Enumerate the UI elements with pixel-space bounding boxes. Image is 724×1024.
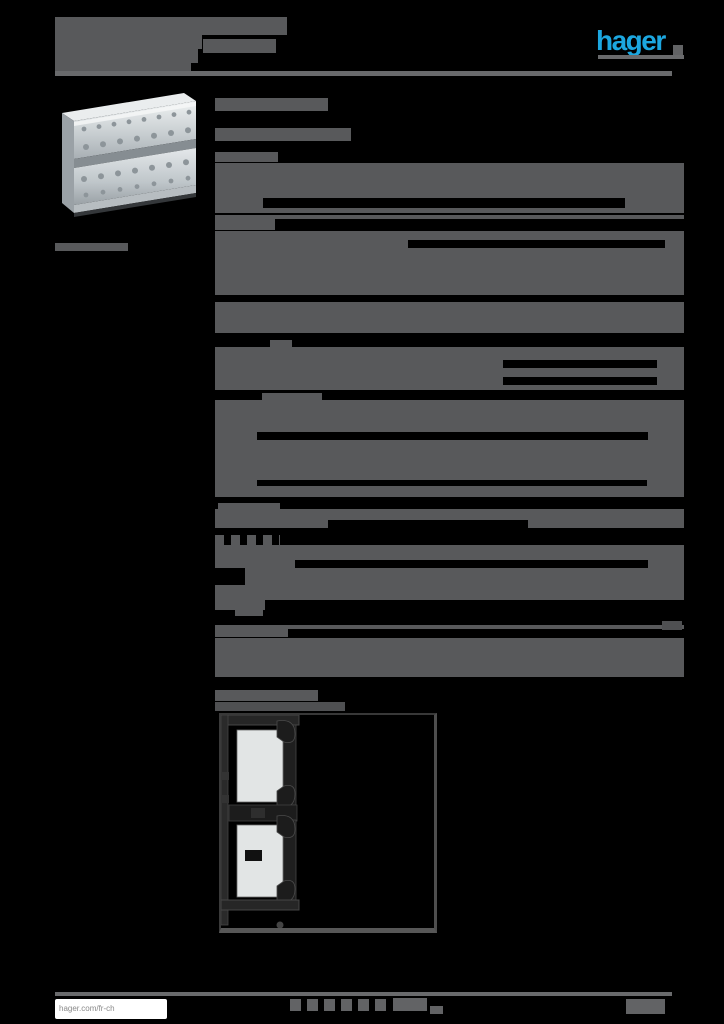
paragraph-gap (263, 198, 625, 208)
section-label (215, 219, 275, 230)
logo-registered-mark (673, 45, 683, 55)
footer-website: hager.com/fr-ch (55, 999, 167, 1019)
header-divider (55, 71, 672, 76)
text-row (215, 215, 684, 219)
small-label (215, 600, 265, 610)
footer-social-icon (290, 999, 301, 1011)
trunking-bottom-cap (220, 899, 300, 911)
photo-caption (55, 243, 128, 251)
footer-social-icon (358, 999, 369, 1011)
section-label (215, 152, 278, 162)
perforation-holes (81, 109, 192, 198)
footer-social-icon (307, 999, 318, 1011)
lower-bottom-clip (276, 879, 296, 903)
paragraph-block (215, 302, 684, 333)
header-title-line (55, 49, 198, 63)
profile-top-face (62, 93, 196, 121)
wall-fixing-nub (221, 795, 229, 803)
upper-top-clip (276, 720, 296, 744)
highlight-streak (74, 102, 196, 126)
row-end-mark (662, 621, 682, 630)
footer-brand-tail (430, 1006, 443, 1014)
footer-brand-mark (393, 998, 427, 1011)
product-reference-heading (215, 98, 328, 111)
trunking-back-wall (220, 714, 229, 926)
profile-end-face (62, 113, 74, 213)
dashed-text-row (215, 535, 280, 545)
profile-shadow (74, 193, 196, 217)
small-label (235, 610, 263, 616)
lower-top-clip (276, 815, 296, 839)
hager-logo: hager (596, 25, 666, 56)
small-label (270, 340, 292, 347)
logo-underline (598, 55, 684, 59)
paragraph-block (245, 568, 684, 585)
footer-social-icon (375, 999, 386, 1011)
paragraph-gap (408, 240, 665, 248)
footer-website-text: hager.com/fr-ch (59, 1004, 115, 1013)
section-label (215, 629, 288, 637)
profile-mid-ledge (74, 139, 196, 168)
footer-social-icon (324, 999, 335, 1011)
profile-bottom-flange (74, 185, 196, 213)
baseline-marker (276, 921, 284, 929)
mid-connector-notch (251, 808, 265, 818)
header-subtitle-line (55, 60, 191, 71)
technical-drawing (220, 714, 300, 929)
footer-divider (55, 992, 672, 996)
header-title-line (55, 35, 202, 49)
product-photo-steel-trunking (62, 93, 196, 217)
text-row (215, 625, 684, 629)
wall-fixing-nub (221, 772, 229, 780)
drawing-section-subheading (215, 702, 345, 711)
technical-drawing-frame (219, 713, 437, 933)
footer-social-icon (341, 999, 352, 1011)
paragraph-block (215, 638, 684, 677)
lower-plate-label (245, 850, 262, 861)
paragraph-gap (257, 480, 647, 486)
section-label (218, 503, 280, 510)
header-title-line (55, 17, 287, 35)
paragraph-block (215, 585, 684, 600)
section-label (262, 393, 322, 400)
paragraph-gap (295, 560, 648, 568)
upper-cover-plate (236, 729, 284, 803)
product-name-heading (215, 128, 351, 141)
footer-page-number-block (626, 999, 665, 1014)
upper-bottom-clip (276, 784, 296, 808)
drawing-section-heading (215, 690, 318, 701)
paragraph-gap (328, 520, 528, 528)
paragraph-gap (503, 377, 657, 385)
paragraph-gap (503, 360, 657, 368)
paragraph-gap (257, 432, 648, 440)
header-title-line (203, 39, 276, 53)
